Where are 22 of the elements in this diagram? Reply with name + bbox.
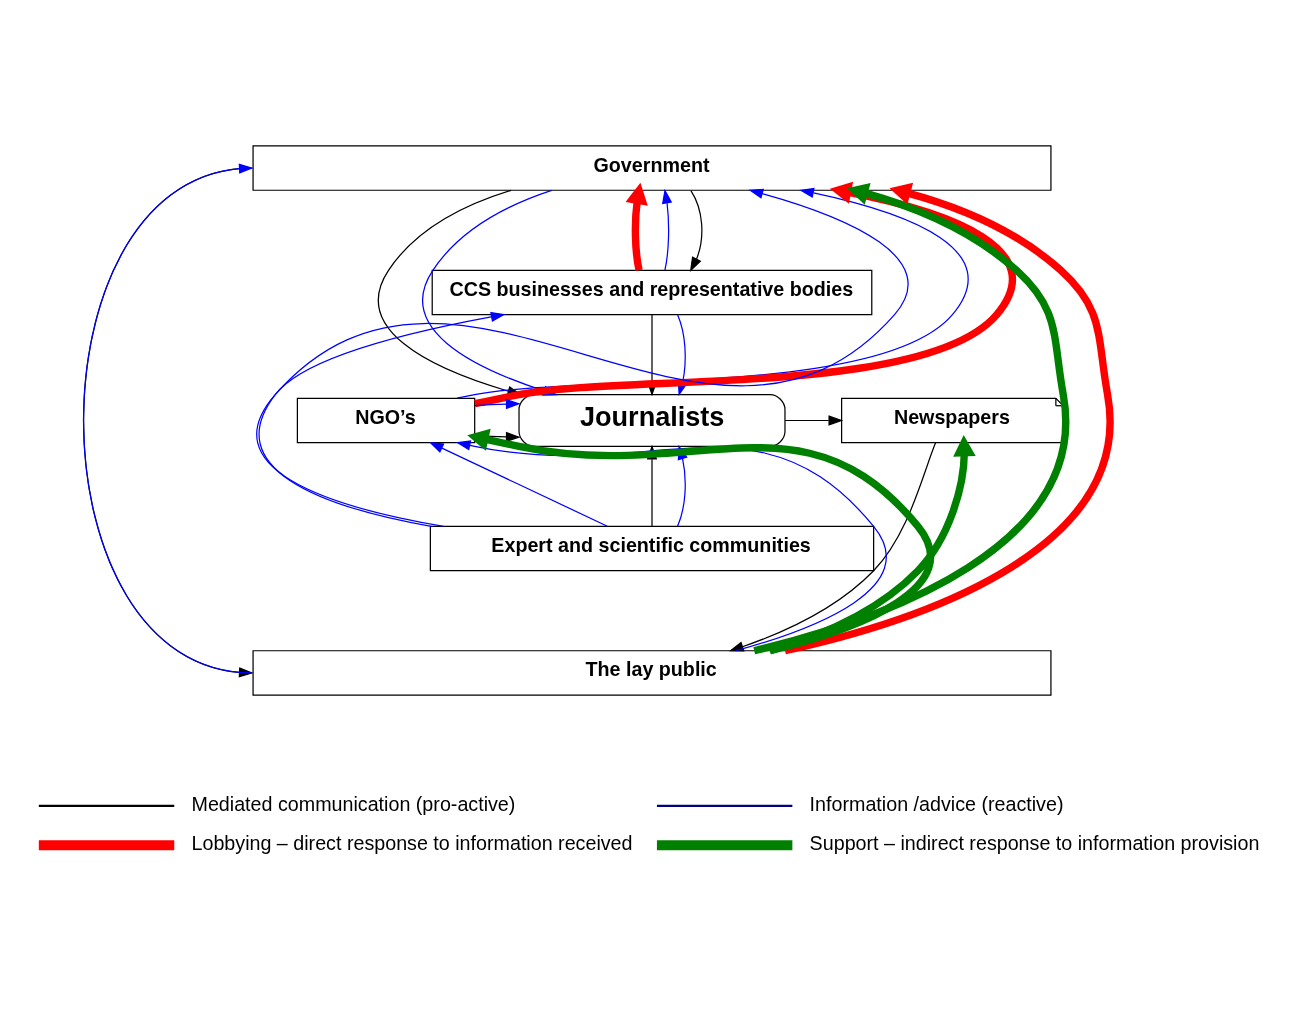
arrow: [256, 188, 909, 527]
arrow: [474, 181, 1016, 408]
node-box: Journalists: [518, 394, 786, 447]
legend-label: Support – indirect response to information provision: [809, 831, 1260, 854]
node-box: Expert and scientific communities: [429, 525, 875, 572]
arrow: [258, 311, 506, 527]
node-box: NGO’s: [296, 397, 476, 444]
node-box: The lay public: [252, 650, 1052, 696]
node-box: Government: [252, 145, 1052, 191]
legend-label: Information /advice (reactive): [809, 792, 1064, 815]
arrow: [625, 182, 648, 271]
arrow: [784, 182, 1114, 655]
arrow: [689, 189, 703, 272]
arrow: [428, 441, 608, 527]
arrow: [768, 434, 976, 655]
arrow: [662, 188, 673, 271]
legend-label: Lobbying – direct response to information received: [191, 831, 633, 854]
legend-label: Mediated communication (pro-active): [191, 792, 516, 815]
node-box: CCS businesses and representative bodies: [431, 269, 873, 316]
arrow: [474, 398, 521, 410]
arrow: [784, 415, 844, 426]
arrow: [753, 182, 1069, 655]
